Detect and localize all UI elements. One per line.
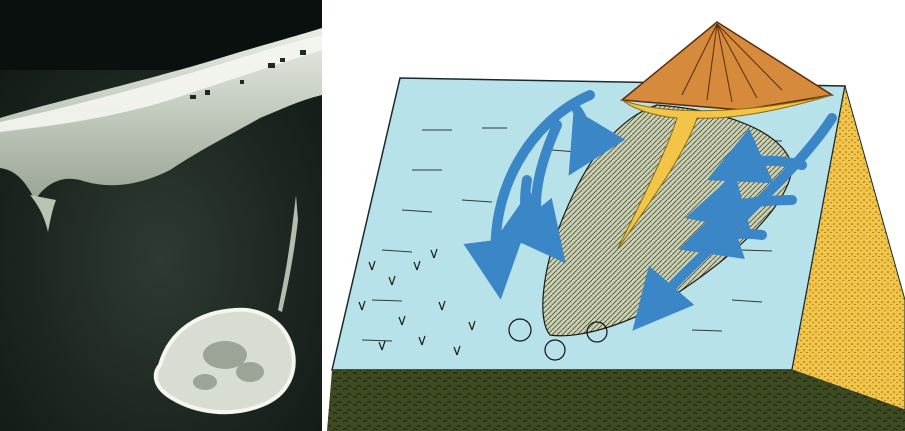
- aerial-photograph: [0, 0, 322, 431]
- aerial-photograph-image: [0, 0, 322, 431]
- block-diagram: [322, 0, 905, 431]
- block-diagram-image: [322, 0, 905, 431]
- volcano-island: [622, 22, 832, 110]
- current-arrow: [707, 234, 762, 240]
